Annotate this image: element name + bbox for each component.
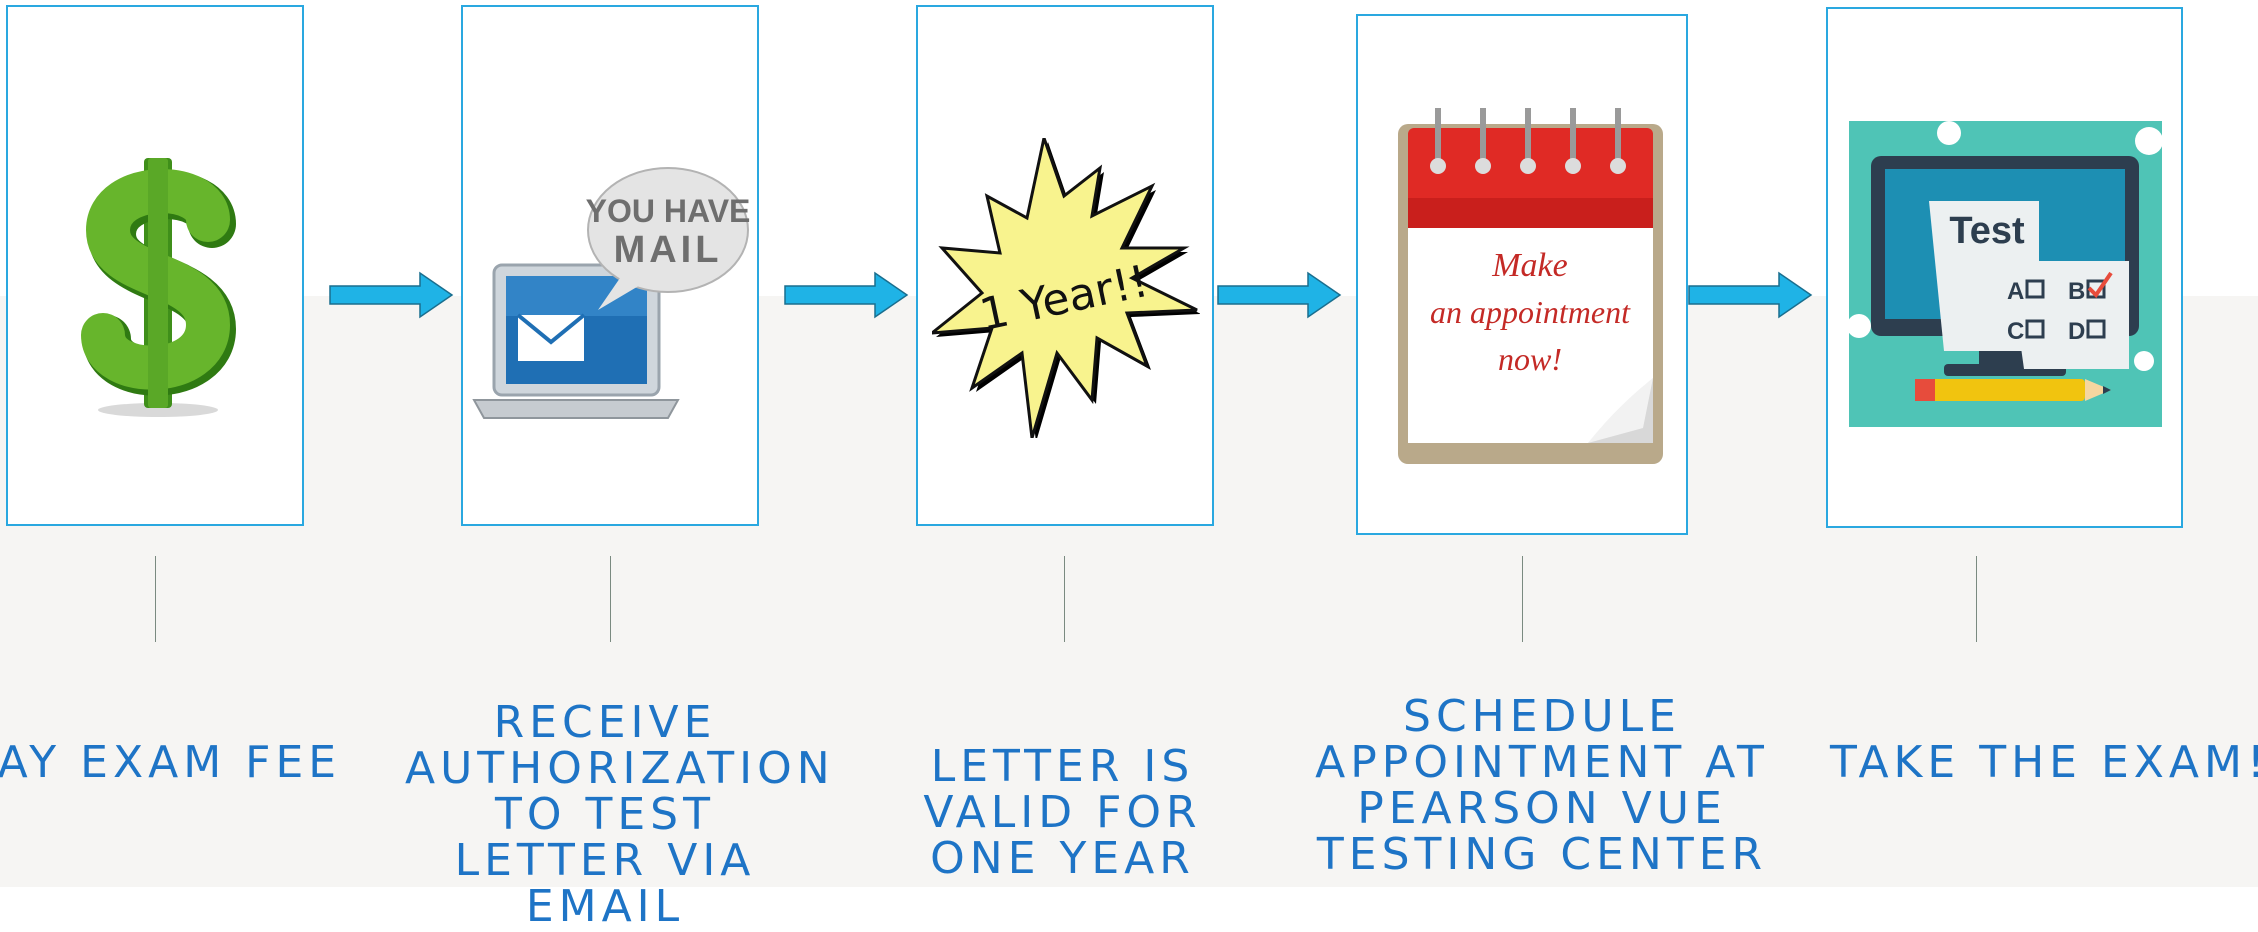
dollar-sign-icon bbox=[58, 140, 258, 425]
computer-test-icon: Test A B C D bbox=[1849, 121, 2162, 427]
arrow-2-to-3 bbox=[784, 271, 909, 319]
svg-text:A: A bbox=[2007, 278, 2024, 305]
calendar-appointment-icon: Make an appointment now! bbox=[1388, 98, 1673, 468]
step-4-label: SCHEDULE APPOINTMENT AT PEARSON VUE TEST… bbox=[1315, 691, 1769, 880]
arrow-1-to-2 bbox=[329, 271, 454, 319]
svg-text:D: D bbox=[2068, 318, 2085, 345]
step-5-label: TAKE THE EXAM!! bbox=[1830, 737, 2258, 788]
svg-text:now!: now! bbox=[1498, 341, 1562, 377]
step-4-connector bbox=[1522, 556, 1523, 642]
svg-text:Make: Make bbox=[1491, 247, 1568, 284]
arrow-3-to-4 bbox=[1217, 271, 1342, 319]
step-1-connector bbox=[155, 556, 156, 642]
svg-text:B: B bbox=[2068, 278, 2085, 305]
step-2-label: RECEIVE AUTHORIZATION TO TEST LETTER VIA… bbox=[405, 697, 835, 932]
step-3-label: LETTER IS VALID FOR ONE YEAR bbox=[923, 741, 1202, 884]
arrow-4-to-5 bbox=[1688, 271, 1813, 319]
svg-text:Test: Test bbox=[1949, 210, 2025, 252]
svg-text:YOU HAVE: YOU HAVE bbox=[586, 193, 751, 229]
svg-text:MAIL: MAIL bbox=[614, 229, 723, 271]
svg-text:C: C bbox=[2007, 318, 2024, 345]
you-have-mail-laptop-icon: YOU HAVE MAIL bbox=[470, 160, 755, 430]
step-2-connector bbox=[610, 556, 611, 642]
step-1-label: PAY EXAM FEE bbox=[0, 737, 342, 788]
one-year-starburst-icon: 1 Year!! bbox=[932, 138, 1200, 438]
svg-text:an appointment: an appointment bbox=[1430, 294, 1631, 330]
step-3-connector bbox=[1064, 556, 1065, 642]
step-5-connector bbox=[1976, 556, 1977, 642]
